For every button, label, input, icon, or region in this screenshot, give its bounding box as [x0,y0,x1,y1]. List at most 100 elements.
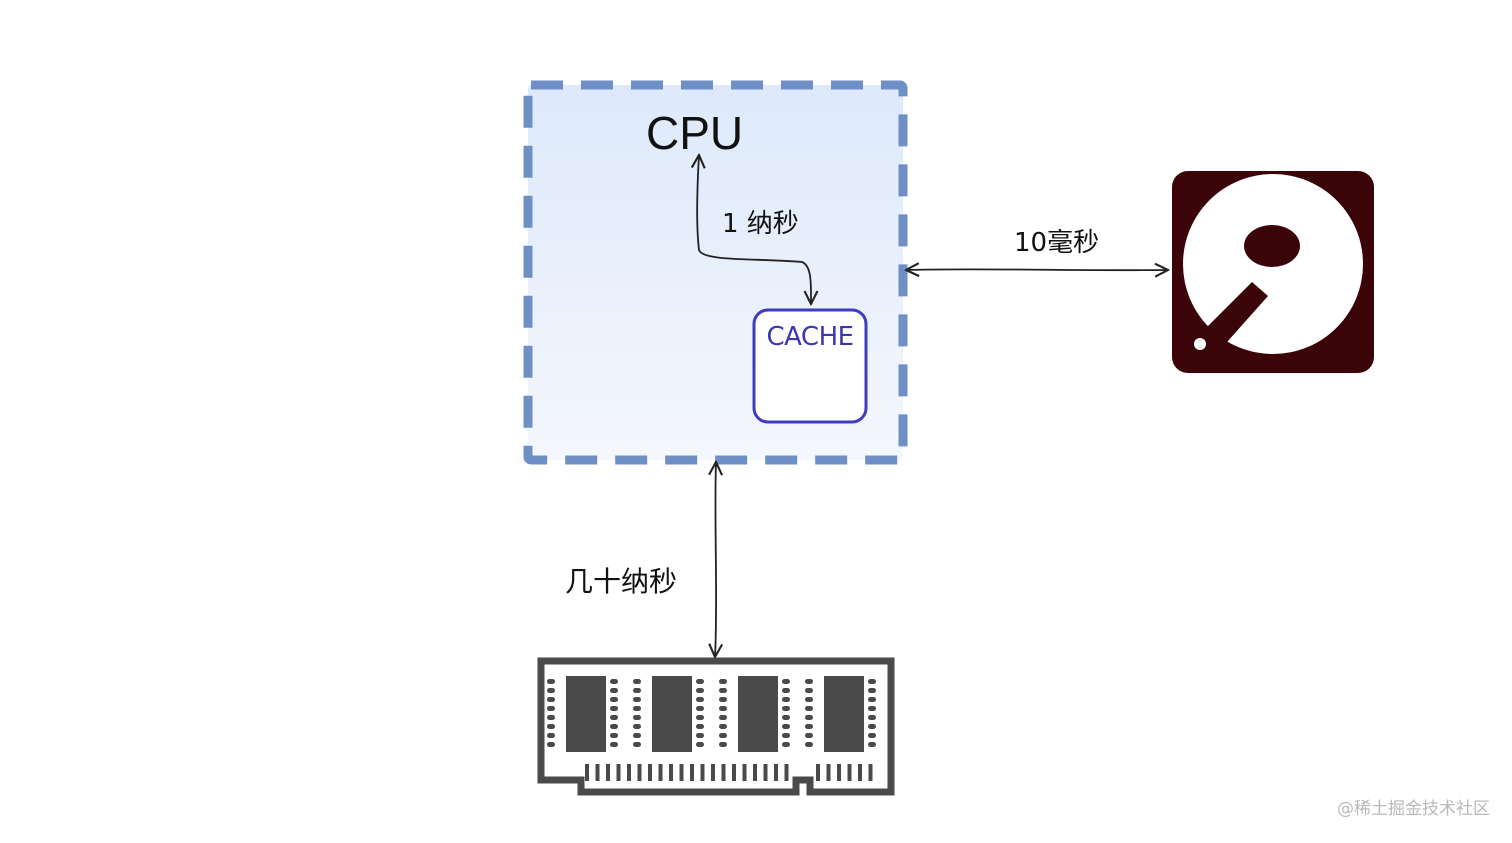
ram-dot [696,724,704,729]
ram-dot [868,715,876,720]
ram-dot [696,697,704,702]
ram-pin [616,764,621,781]
ram-dot [868,724,876,729]
ram-pin [627,764,631,781]
ram-dot [547,697,555,702]
ram-dot [719,733,727,738]
ram-dot [633,742,641,747]
ram-pin [858,764,862,781]
ram-pin [585,764,589,781]
ram-dot [547,706,555,711]
ram-dot [719,742,727,747]
ram-dot [696,733,704,738]
cpu-disk-arrow [906,269,1168,270]
ram-dot [719,706,727,711]
ram-dot [696,742,704,747]
ram-dot [782,688,790,693]
ram-pin [700,764,705,781]
ram-pin [868,764,873,781]
ram-dot [805,733,813,738]
ram-dot [696,715,704,720]
ram-dot [805,715,813,720]
ram-dot [610,724,618,729]
ram-dot [633,715,641,720]
ram-dot [782,679,790,684]
ram-pin [732,764,736,781]
ram-pin [679,764,684,781]
cache-box [752,308,868,424]
ram-dot [547,733,555,738]
ram-dot [868,697,876,702]
ram-dot [782,697,790,702]
ram-dot [696,688,704,693]
ram-dot [719,724,727,729]
ram-dot [610,742,618,747]
ram-pin [784,764,789,781]
ram-dot [805,679,813,684]
ram-dot [610,733,618,738]
ram-dot [782,706,790,711]
ram-pin [595,764,600,781]
ram-dot [547,688,555,693]
ram-dot [805,742,813,747]
ram-dot [547,679,555,684]
ram-dot [547,715,555,720]
ram-dot [782,733,790,738]
ram-dot [610,688,618,693]
ram-pin [837,764,841,781]
ram-pin [648,764,652,781]
ram-dot [633,697,641,702]
ram-dot [805,724,813,729]
ram-pin [721,764,726,781]
ram-pin [742,764,747,781]
cpu-memory-latency-label: 几十纳秒 [565,565,678,598]
ram-pin [847,764,852,781]
hard-disk-icon [1172,171,1374,373]
ram-dot [868,688,876,693]
ram-dot [633,706,641,711]
ram-pin [637,764,642,781]
ram-pin [826,764,831,781]
ram-pin [816,764,820,781]
ram-pin [753,764,757,781]
ram-dot [805,706,813,711]
ram-dot [782,724,790,729]
ram-dot [610,697,618,702]
ram-dot [633,724,641,729]
ram-dot [719,697,727,702]
cpu-cache-latency-label: 1 纳秒 [722,209,799,239]
cpu-cache-arrow [697,155,811,304]
ram-dot [633,679,641,684]
ram-pin [606,764,610,781]
ram-dot [696,679,704,684]
cpu-memory-arrow [715,462,716,657]
watermark: @稀土掘金技术社区 [1337,799,1490,819]
ram-dot [696,706,704,711]
cpu-label: CPU [646,107,744,159]
ram-module-icon [537,657,895,796]
ram-dot [868,733,876,738]
ram-pin [774,764,778,781]
ram-dot [805,688,813,693]
cpu-disk-latency-label: 10毫秒 [1014,228,1100,258]
ram-dot [547,742,555,747]
ram-dot [633,688,641,693]
ram-dot [610,679,618,684]
ram-dot [805,697,813,702]
cache-label: CACHE [766,322,854,352]
ram-pin [690,764,694,781]
ram-pin [763,764,768,781]
ram-pin [658,764,663,781]
ram-dot [610,715,618,720]
ram-dot [868,742,876,747]
ram-dot [868,679,876,684]
ram-dot [782,742,790,747]
ram-dot [719,715,727,720]
ram-dot [719,679,727,684]
ram-dot [547,724,555,729]
ram-dot [719,688,727,693]
ram-pin [669,764,673,781]
ram-dot [610,706,618,711]
